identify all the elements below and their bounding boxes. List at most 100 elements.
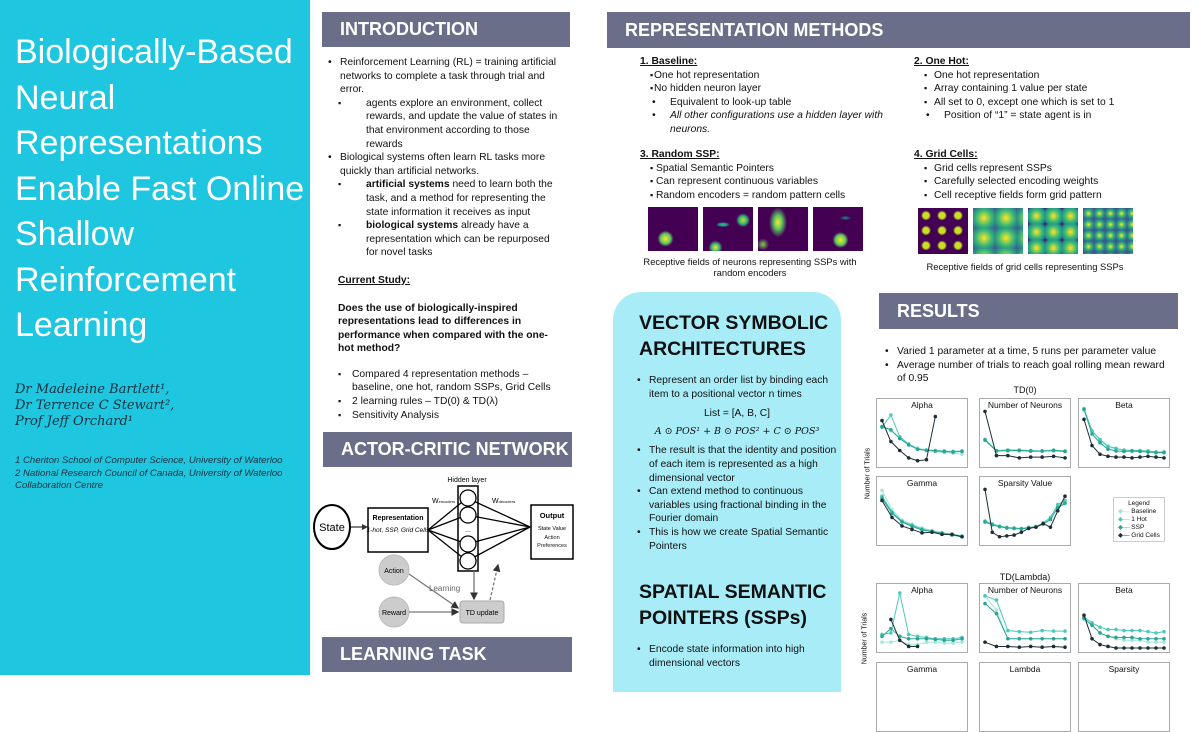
intro-sub-bullet: agents explore an environment, collect r… <box>328 97 563 151</box>
method-item: Random encoders = random pattern cells <box>640 189 900 203</box>
series-line <box>882 639 963 646</box>
vsa-bullet: The result is that the identity and posi… <box>637 444 837 485</box>
ssp-method: 3. Random SSP: Spatial Semantic Pointers… <box>640 148 900 202</box>
neuron-icon <box>459 506 477 524</box>
chart-title: TD(0) <box>1013 385 1037 395</box>
bold-text: artificial systems <box>366 179 450 191</box>
panel-title: Alpha <box>911 585 933 595</box>
data-point <box>960 640 964 644</box>
research-question: Does the use of biologically-inspired re… <box>338 302 548 355</box>
td-update-label: TD update <box>466 610 499 617</box>
data-point <box>960 449 964 454</box>
hidden-layer-label: Hidden layer <box>447 477 487 484</box>
y-axis-label: Number of Trials <box>864 447 872 500</box>
legend-title: Legend <box>1128 500 1150 507</box>
y-axis-label: Number of Trials <box>861 612 869 665</box>
representation-subtitle: 1-hot, SSP, Grid Cells <box>367 527 430 534</box>
chart-panel: Number of Neurons <box>979 583 1071 653</box>
chart-panel: Beta <box>1078 583 1170 653</box>
affiliation: 1 Cheriton School of Computer Science, U… <box>15 455 283 466</box>
panel-title: Sparsity Value <box>997 478 1053 488</box>
receptive-field-image <box>648 207 698 251</box>
actor-critic-diagram: State Representation 1-hot, SSP, Grid Ce… <box>313 477 574 628</box>
receptive-field-image <box>813 207 863 251</box>
panel-title: Lambda <box>1009 664 1041 674</box>
w-decoders-label: Wdecoders <box>492 498 515 505</box>
receptive-field-image <box>758 207 808 251</box>
results-heading: RESULTS <box>879 293 1178 329</box>
legend-item: ◆— Grid Cells <box>1118 532 1160 539</box>
series-line <box>984 603 1065 640</box>
bold-text: biological systems <box>366 220 459 232</box>
series-line <box>1083 614 1164 649</box>
vsa-heading: VECTOR SYMBOLIC ARCHITECTURES <box>639 312 829 360</box>
panel-title: Number of Neurons <box>987 400 1063 410</box>
ssp-bullet: Encode state information into high dimen… <box>637 643 837 670</box>
intro-sub-bullet: artificial systems need to learn both th… <box>328 178 563 219</box>
study-item: Compared 4 representation methods – base… <box>328 368 563 395</box>
chart-panel: Alpha <box>876 398 968 468</box>
chart-panel: Alpha <box>876 583 968 653</box>
baseline-method: 1. Baseline: One hot representation No h… <box>640 55 890 137</box>
onehot-method: 2. One Hot: One hot representation Array… <box>914 55 1184 123</box>
representation-box <box>367 507 429 553</box>
ssp-heading: SPATIAL SEMANTIC POINTERS (SSPs) <box>639 581 827 630</box>
method-item: One hot representation <box>640 69 890 83</box>
vsa-bullet: Can extend method to continuous variable… <box>637 485 837 526</box>
series-line <box>984 411 1066 459</box>
results-text: Varied 1 parameter at a time, 5 runs per… <box>885 345 1175 386</box>
data-point <box>983 487 987 492</box>
receptive-field-image <box>918 208 968 254</box>
series-line <box>1083 409 1164 454</box>
grid-title: 4. Grid Cells: <box>914 149 978 160</box>
grid-method: 4. Grid Cells: Grid cells represent SSPs… <box>914 148 1184 202</box>
poster-title: Biologically-Based Neural Representation… <box>15 33 305 344</box>
method-sub-item: Equivalent to look-up table <box>640 96 890 110</box>
series-line <box>890 619 918 647</box>
current-study-label: Current Study: <box>338 274 411 286</box>
data-point <box>960 452 964 457</box>
chart-panel: Gamma <box>876 662 968 732</box>
data-point <box>880 488 884 493</box>
ellipsis: ... <box>465 527 471 534</box>
panel-title: Alpha <box>911 400 933 410</box>
series-line <box>1083 408 1164 453</box>
methods-heading: REPRESENTATION METHODS <box>607 12 1190 48</box>
series-line <box>1083 617 1164 640</box>
chart-panel: Beta <box>1078 398 1170 468</box>
receptive-field-image <box>1028 208 1078 254</box>
method-item: Grid cells represent SSPs <box>914 162 1184 176</box>
author: Prof Jeff Orchard¹ <box>15 414 134 429</box>
text: already have a representation which can … <box>366 220 550 259</box>
results-bullet: Varied 1 parameter at a time, 5 runs per… <box>885 345 1175 359</box>
action-label: Action <box>384 568 404 575</box>
data-point <box>1162 456 1166 460</box>
reward-label: Reward <box>382 610 406 617</box>
series-line <box>1083 409 1164 454</box>
state-label: State <box>319 522 345 534</box>
chart-title: TD(Lambda) <box>999 572 1051 582</box>
receptive-field-image <box>973 208 1023 254</box>
method-sub-item: All other configurations use a hidden la… <box>640 109 890 136</box>
neuron-icon <box>459 489 477 507</box>
title-panel: Biologically-Based Neural Representation… <box>0 0 310 675</box>
learning-label: Learning <box>429 584 460 593</box>
vsa-bullet: Represent an order list by binding each … <box>637 374 837 401</box>
intro-text: Reinforcement Learning (RL) = training a… <box>328 56 563 422</box>
chart-panel: Gamma <box>876 476 968 546</box>
vsa-formula: A ⊙ POS¹ + B ⊙ POS² + C ⊙ POS³ <box>654 425 820 437</box>
method-item: Can represent continuous variables <box>640 175 900 189</box>
baseline-title: 1. Baseline: <box>640 56 698 67</box>
chart-panel: Lambda <box>979 662 1071 732</box>
method-item: Carefully selected encoding weights <box>914 175 1184 189</box>
authors: Dr Madeleine Bartlett¹, Dr Terrence C St… <box>15 382 174 430</box>
onehot-title: 2. One Hot: <box>914 56 969 67</box>
chart-panel: Sparsity Value <box>979 476 1071 546</box>
panel-title: Beta <box>1115 400 1133 410</box>
data-point <box>960 636 964 641</box>
panel-title: Number of Neurons <box>987 585 1063 595</box>
series-line <box>984 489 1066 538</box>
affiliation: 2 National Research Council of Canada, U… <box>15 467 283 492</box>
data-point <box>1063 456 1067 460</box>
vsa-list: List = [A, B, C] <box>703 408 771 420</box>
